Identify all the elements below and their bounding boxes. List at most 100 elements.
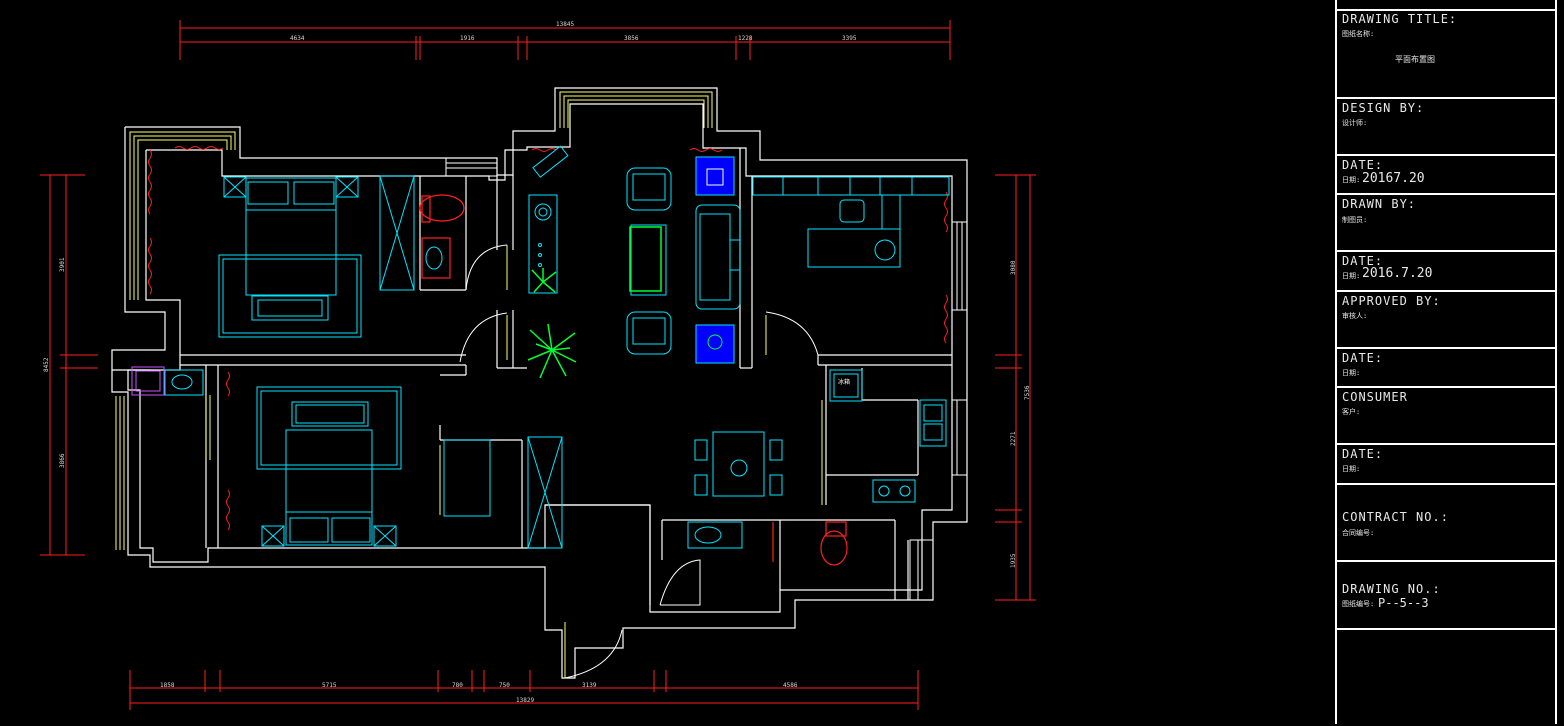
drawn-by-sub: 制图员: bbox=[1342, 216, 1368, 224]
row-divider bbox=[1337, 443, 1555, 445]
design-by-sub: 设计师: bbox=[1342, 119, 1368, 127]
dimension-left bbox=[40, 174, 98, 556]
nightstand-second-r bbox=[373, 525, 397, 547]
dim-top-total: 13845 bbox=[556, 21, 574, 28]
fridge-label: 冰箱 bbox=[838, 378, 850, 386]
nightstand-left bbox=[223, 176, 247, 198]
wardrobe-master bbox=[379, 175, 415, 291]
side-lamp bbox=[707, 334, 723, 350]
date2-label: DATE: bbox=[1342, 254, 1384, 268]
drawing-no-sub: 图纸编号: bbox=[1342, 600, 1375, 608]
drawn-by-label: DRAWN BY: bbox=[1342, 197, 1417, 211]
stove bbox=[872, 479, 916, 503]
title-block: DRAWING TITLE: 图纸名称: 平面布置图 DESIGN BY: 设计… bbox=[1335, 0, 1564, 726]
plants bbox=[527, 226, 662, 379]
dim-top-seg-2: 1916 bbox=[460, 35, 475, 42]
bench-master bbox=[251, 295, 329, 321]
dim-bottom-seg-4: 750 bbox=[499, 682, 510, 689]
row-divider bbox=[1337, 290, 1555, 292]
wardrobe-second bbox=[527, 436, 563, 549]
doors bbox=[459, 244, 819, 679]
row-divider bbox=[1337, 97, 1555, 99]
dining-table bbox=[712, 431, 765, 497]
bookshelf bbox=[752, 176, 950, 196]
rug-second bbox=[256, 386, 402, 470]
dim-top-seg-5: 3395 bbox=[842, 35, 857, 42]
dim-right-total: 7536 bbox=[1024, 385, 1031, 400]
dim-left-total: 8452 bbox=[43, 357, 50, 372]
contract-sub: 合同编号: bbox=[1342, 529, 1375, 537]
side-tables bbox=[695, 156, 735, 364]
approved-by-sub: 审核人: bbox=[1342, 312, 1368, 320]
drawing-no-value: P--5--3 bbox=[1378, 596, 1429, 610]
dim-bottom-seg-3: 780 bbox=[452, 682, 463, 689]
armchair-top bbox=[626, 167, 672, 211]
dim-bottom-seg-6: 4586 bbox=[783, 682, 798, 689]
nightstand-second-l bbox=[261, 525, 285, 547]
row-divider bbox=[1337, 560, 1555, 562]
drawing-title-value: 平面布置图 bbox=[1395, 55, 1435, 64]
bed-master bbox=[245, 177, 337, 296]
armchair-bottom bbox=[626, 311, 672, 355]
window-frames bbox=[445, 157, 968, 601]
dim-right-seg-2: 2271 bbox=[1010, 431, 1017, 446]
dim-top-seg-1: 4634 bbox=[290, 35, 305, 42]
dim-bottom-seg-1: 1858 bbox=[160, 682, 175, 689]
bed-second bbox=[285, 429, 373, 546]
guest-bath-basin bbox=[687, 521, 743, 549]
dim-bottom-total: 13829 bbox=[516, 697, 534, 704]
coffee-table bbox=[630, 224, 667, 296]
date4-label: DATE: bbox=[1342, 447, 1384, 461]
washer-inner bbox=[135, 370, 161, 392]
rug-master bbox=[218, 254, 362, 338]
dim-top-seg-3: 3856 bbox=[624, 35, 639, 42]
study-cabinet bbox=[881, 194, 901, 230]
design-by-label: DESIGN BY: bbox=[1342, 101, 1425, 115]
contract-label: CONTRACT NO.: bbox=[1342, 510, 1449, 524]
dim-left-seg-1: 3901 bbox=[59, 257, 66, 272]
floor-plan: 13845 4634 1916 3856 1228 3395 1858 5715… bbox=[40, 20, 1036, 710]
approved-by-label: APPROVED BY: bbox=[1342, 294, 1441, 308]
date2-value: 2016.7.20 bbox=[1362, 266, 1433, 281]
dimension-bottom bbox=[129, 670, 919, 710]
row-divider bbox=[1337, 628, 1555, 630]
title-block-top-line bbox=[1337, 9, 1555, 11]
date3-sub: 日期: bbox=[1342, 369, 1361, 377]
date1-label: DATE: bbox=[1342, 158, 1384, 172]
nightstand-right bbox=[335, 176, 359, 198]
windows bbox=[115, 91, 823, 678]
study-desk bbox=[807, 228, 901, 268]
furniture bbox=[164, 145, 950, 549]
drawing-title-label: DRAWING TITLE: bbox=[1342, 12, 1458, 26]
date2-sub: 日期: bbox=[1342, 272, 1361, 280]
washer bbox=[131, 366, 165, 396]
side-lamp-top bbox=[706, 168, 724, 186]
dimension-right bbox=[995, 174, 1036, 601]
row-divider bbox=[1337, 483, 1555, 485]
dim-left-seg-2: 3866 bbox=[59, 453, 66, 468]
sofa bbox=[695, 204, 741, 310]
dim-bottom-seg-5: 3139 bbox=[582, 682, 597, 689]
kitchen-sink bbox=[919, 399, 947, 447]
curtains bbox=[148, 146, 948, 531]
date3-label: DATE: bbox=[1342, 351, 1384, 365]
fridge bbox=[829, 369, 863, 402]
balcony-basin bbox=[164, 369, 204, 396]
date4-sub: 日期: bbox=[1342, 465, 1361, 473]
dim-bottom-seg-2: 5715 bbox=[322, 682, 337, 689]
dimension-top bbox=[179, 20, 951, 60]
dim-top-seg-4: 1228 bbox=[738, 35, 753, 42]
toilets bbox=[419, 194, 848, 566]
date1-value: 20167.20 bbox=[1362, 171, 1425, 186]
title-block-frame bbox=[1335, 0, 1557, 724]
row-divider bbox=[1337, 193, 1555, 195]
consumer-label: CONSUMER bbox=[1342, 390, 1408, 404]
dim-right-seg-1: 3080 bbox=[1010, 260, 1017, 275]
row-divider bbox=[1337, 386, 1555, 388]
date1-sub: 日期: bbox=[1342, 176, 1361, 184]
tv-cabinet bbox=[528, 194, 558, 294]
row-divider bbox=[1337, 154, 1555, 156]
dim-right-seg-3: 1935 bbox=[1010, 553, 1017, 568]
row-divider bbox=[1337, 250, 1555, 252]
study-chair bbox=[839, 199, 865, 223]
